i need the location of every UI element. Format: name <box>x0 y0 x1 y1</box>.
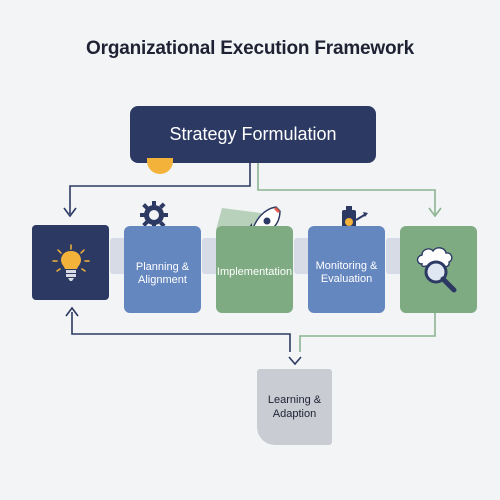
connector-tab-2 <box>202 238 218 274</box>
strategy-formulation-box: Strategy Formulation <box>130 106 376 163</box>
stage-label-monitoring: Monitoring & Evaluation <box>315 259 378 285</box>
arrow-strategy-to-stage-1 <box>69 163 251 214</box>
stage-implementation: Implementation <box>216 226 293 313</box>
stage-label-implementation: Implementation <box>216 266 293 278</box>
page-title: Organizational Execution Framework <box>86 38 414 59</box>
arrowhead-stage-1 <box>63 207 77 218</box>
learning-adaption-label: Learning & Adaption <box>267 394 322 420</box>
yellow-accent-shape <box>147 158 173 174</box>
arrow-strategy-to-stage-5 <box>257 163 436 214</box>
stage-monitoring-evaluation: Monitoring & Evaluation <box>308 226 385 313</box>
stage-planning-alignment: Planning & Alignment <box>124 226 201 313</box>
arrowhead-learning <box>288 356 302 366</box>
stage-label-planning: Planning & Alignment <box>135 260 190 286</box>
learning-adaption-box: Learning & Adaption <box>257 369 332 445</box>
stage-magnifier <box>400 226 477 313</box>
arrow-feedback-green <box>299 312 436 352</box>
lightbulb-icon <box>51 243 90 281</box>
connector-tab-1 <box>110 238 126 274</box>
stage-lightbulb <box>32 225 109 300</box>
magnifier-cloud-icon <box>416 246 456 292</box>
arrowhead-feedback-stage-1 <box>65 306 79 317</box>
arrow-feedback-navy <box>71 312 291 352</box>
arrowhead-stage-5 <box>428 207 442 218</box>
connector-tab-3 <box>294 238 310 274</box>
strategy-formulation-label: Strategy Formulation <box>169 124 337 144</box>
connector-tab-4 <box>386 238 402 274</box>
